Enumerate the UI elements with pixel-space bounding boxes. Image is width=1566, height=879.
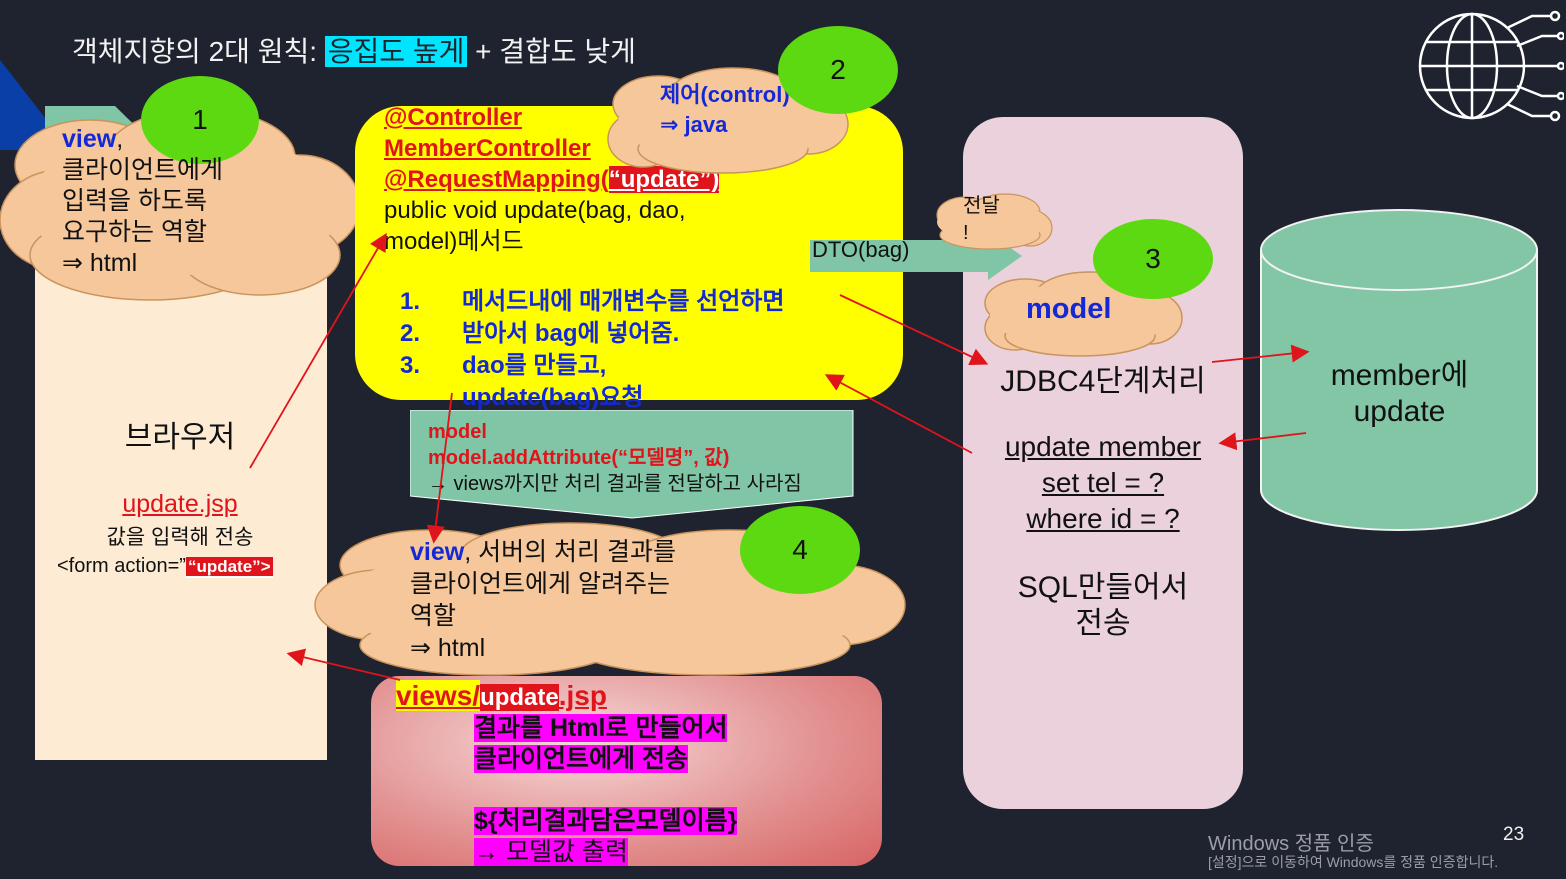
windows-activation-title: Windows 정품 인증 bbox=[1208, 833, 1374, 855]
sql-line: where id = ? bbox=[1026, 503, 1180, 534]
title-prefix: 객체지향의 2대 원칙: bbox=[72, 36, 325, 67]
arrow-view-to-browser bbox=[286, 648, 401, 681]
view-line: ⇒ html bbox=[62, 249, 138, 277]
form-action-tag: “update”> bbox=[185, 557, 273, 578]
windows-activation-note: [설정]으로 이동하여 Windows를 정품 인증합니다. bbox=[1208, 854, 1499, 870]
sql-line: update member bbox=[1004, 431, 1202, 462]
step-item: 3.dao를 만들고, bbox=[400, 352, 607, 379]
view-result-text: view, 서버의 처리 결과를 클라이언트에게 알려주는 역할 ⇒ html bbox=[410, 538, 676, 662]
arrow-db-to-model bbox=[1218, 432, 1307, 451]
browser-label: 브라우저 bbox=[124, 421, 236, 454]
view-line: 요구하는 역할 bbox=[62, 218, 207, 246]
step-1-circle: 1 bbox=[141, 76, 259, 164]
controller-class-name: MemberController bbox=[384, 135, 591, 162]
step-item: update(bag)요청 bbox=[462, 384, 644, 411]
jdbc-step: JDBC4단계처리 bbox=[1000, 365, 1206, 398]
arrow-controller-to-model bbox=[839, 294, 989, 366]
deliver-text: 전달 ! bbox=[963, 195, 1000, 244]
model-banner-text: model model.addAttribute(“모델명”, 값) → vie… bbox=[428, 419, 802, 497]
update-jsp-link: update.jsp bbox=[122, 490, 238, 518]
control-label: 제어(control) bbox=[660, 82, 790, 107]
deliver-cloud bbox=[936, 193, 1053, 250]
slide-title: 객체지향의 2대 원칙: 응집도 높게 + 결합도 낮게 bbox=[72, 30, 636, 70]
sql-line: set tel = ? bbox=[1041, 467, 1165, 498]
controller-annotation: @Controller bbox=[384, 104, 523, 131]
database-label: member에 update bbox=[1330, 359, 1469, 428]
view-keyword: view bbox=[62, 125, 117, 153]
request-mapping-value: “update”) bbox=[608, 166, 720, 193]
model-add-attribute: model.addAttribute(“모델명”, 값) bbox=[428, 447, 730, 469]
title-suffix: + 결합도 낮게 bbox=[467, 36, 636, 67]
page-number: 23 bbox=[1503, 824, 1525, 845]
database-cylinder-icon bbox=[1260, 209, 1538, 531]
step-item: 1.메서드내에 매개변수를 선언하면 bbox=[400, 288, 785, 315]
step-2-circle: 2 bbox=[778, 26, 898, 114]
method-signature: public void update(bag, dao, bbox=[384, 197, 686, 224]
control-java: ⇒ java bbox=[660, 112, 728, 137]
controller-code: @Controller MemberController @RequestMap… bbox=[384, 102, 720, 257]
views-jsp-path: views/update.jsp bbox=[396, 680, 607, 711]
request-mapping: @RequestMapping( bbox=[384, 166, 609, 193]
arrow-model-to-db bbox=[1211, 344, 1310, 363]
sql-statement: update member set tel = ? where id = ? bbox=[963, 429, 1243, 537]
step-item: 2.받아서 bag에 넣어줌. bbox=[400, 320, 680, 347]
title-highlight: 응집도 높게 bbox=[324, 36, 468, 67]
views-result-text: 결과를 Html로 만들어서 클라이언트에게 전송 ${처리결과담은모델이름} … bbox=[474, 714, 738, 866]
model-label: model bbox=[1026, 293, 1112, 325]
update-jsp-description: 값을 입력해 전송 bbox=[106, 526, 254, 549]
model-banner-title: model bbox=[428, 421, 487, 443]
controller-steps: 1.메서드내에 매개변수를 선언하면 2.받아서 bag에 넣어줌. 3.dao… bbox=[400, 286, 784, 414]
view-line: 입력을 하도록 bbox=[62, 187, 207, 215]
model-banner-note: → views까지만 처리 결과를 전달하고 사라짐 bbox=[428, 473, 802, 495]
globe-circuit-icon bbox=[1418, 10, 1564, 122]
dto-label: DTO(bag) bbox=[812, 237, 910, 262]
arrow-controller-to-view bbox=[426, 392, 453, 544]
view-line: 클라이언트에게 bbox=[62, 156, 224, 184]
method-signature: model)메서드 bbox=[384, 228, 524, 255]
control-bubble-text: 제어(control) ⇒ java bbox=[660, 80, 790, 140]
step-4-circle: 4 bbox=[740, 506, 860, 594]
step-3-circle: 3 bbox=[1093, 219, 1213, 299]
arrow-browser-to-controller bbox=[249, 232, 387, 469]
form-action-line: <form action=”“update”> bbox=[57, 555, 273, 578]
sql-make-text: SQL만들어서 전송 bbox=[1017, 571, 1189, 640]
view-bubble-text: view, 클라이언트에게 입력을 하도록 요구하는 역할 ⇒ html bbox=[62, 125, 224, 277]
arrow-model-to-controller bbox=[824, 374, 973, 454]
model-banner-arrow bbox=[410, 410, 854, 519]
